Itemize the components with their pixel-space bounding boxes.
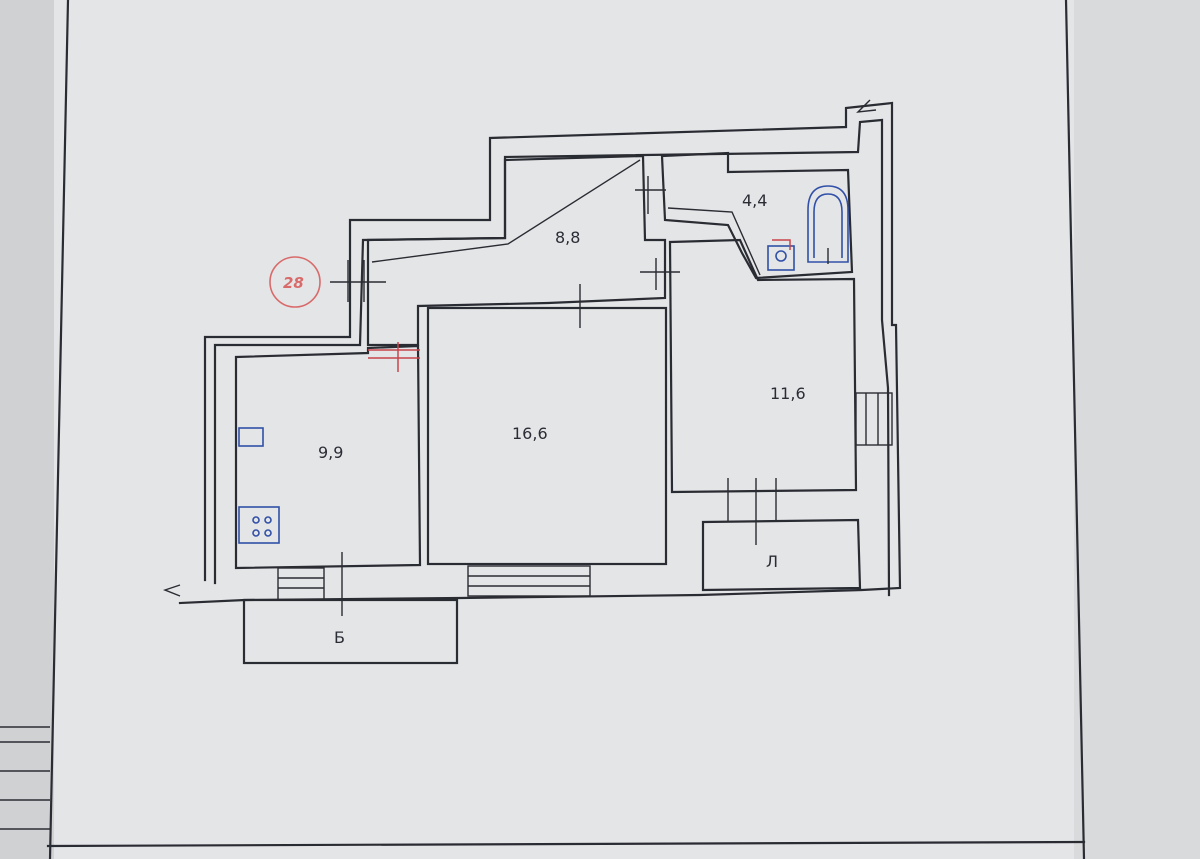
room-left: 9,9 [234,344,422,570]
sink-icon [767,239,795,271]
area-hallway: 8,8 [555,228,580,247]
stove-icon [238,506,280,544]
apartment-number-stamp: 28 [269,256,321,308]
doors [330,176,777,616]
area-room-center: 16,6 [512,424,548,443]
frame-line-left [48,0,70,859]
balcony: Б [242,598,459,665]
paper-margin-right [1074,0,1200,859]
room-center: 16,6 [426,306,668,566]
room-bathroom: 4,4 [660,151,854,280]
title-block-lines [0,726,50,830]
label-loggia: Л [766,552,778,571]
frame-line-bottom [46,840,1086,848]
kitchen-sink-icon [238,427,264,447]
paper-sheet [54,0,1074,859]
frame-line-right [1064,0,1086,859]
windows [277,392,893,601]
bathtub-icon [807,185,849,264]
outer-wall [178,101,902,605]
wall-break-marks [162,99,877,597]
apartment-number: 28 [283,274,304,292]
area-bathroom: 4,4 [742,191,767,210]
loggia: Л [701,518,862,592]
area-room-right: 11,6 [770,384,806,403]
room-right: 11,6 [668,238,858,494]
area-room-left: 9,9 [318,443,343,462]
label-balcony: Б [334,628,345,647]
